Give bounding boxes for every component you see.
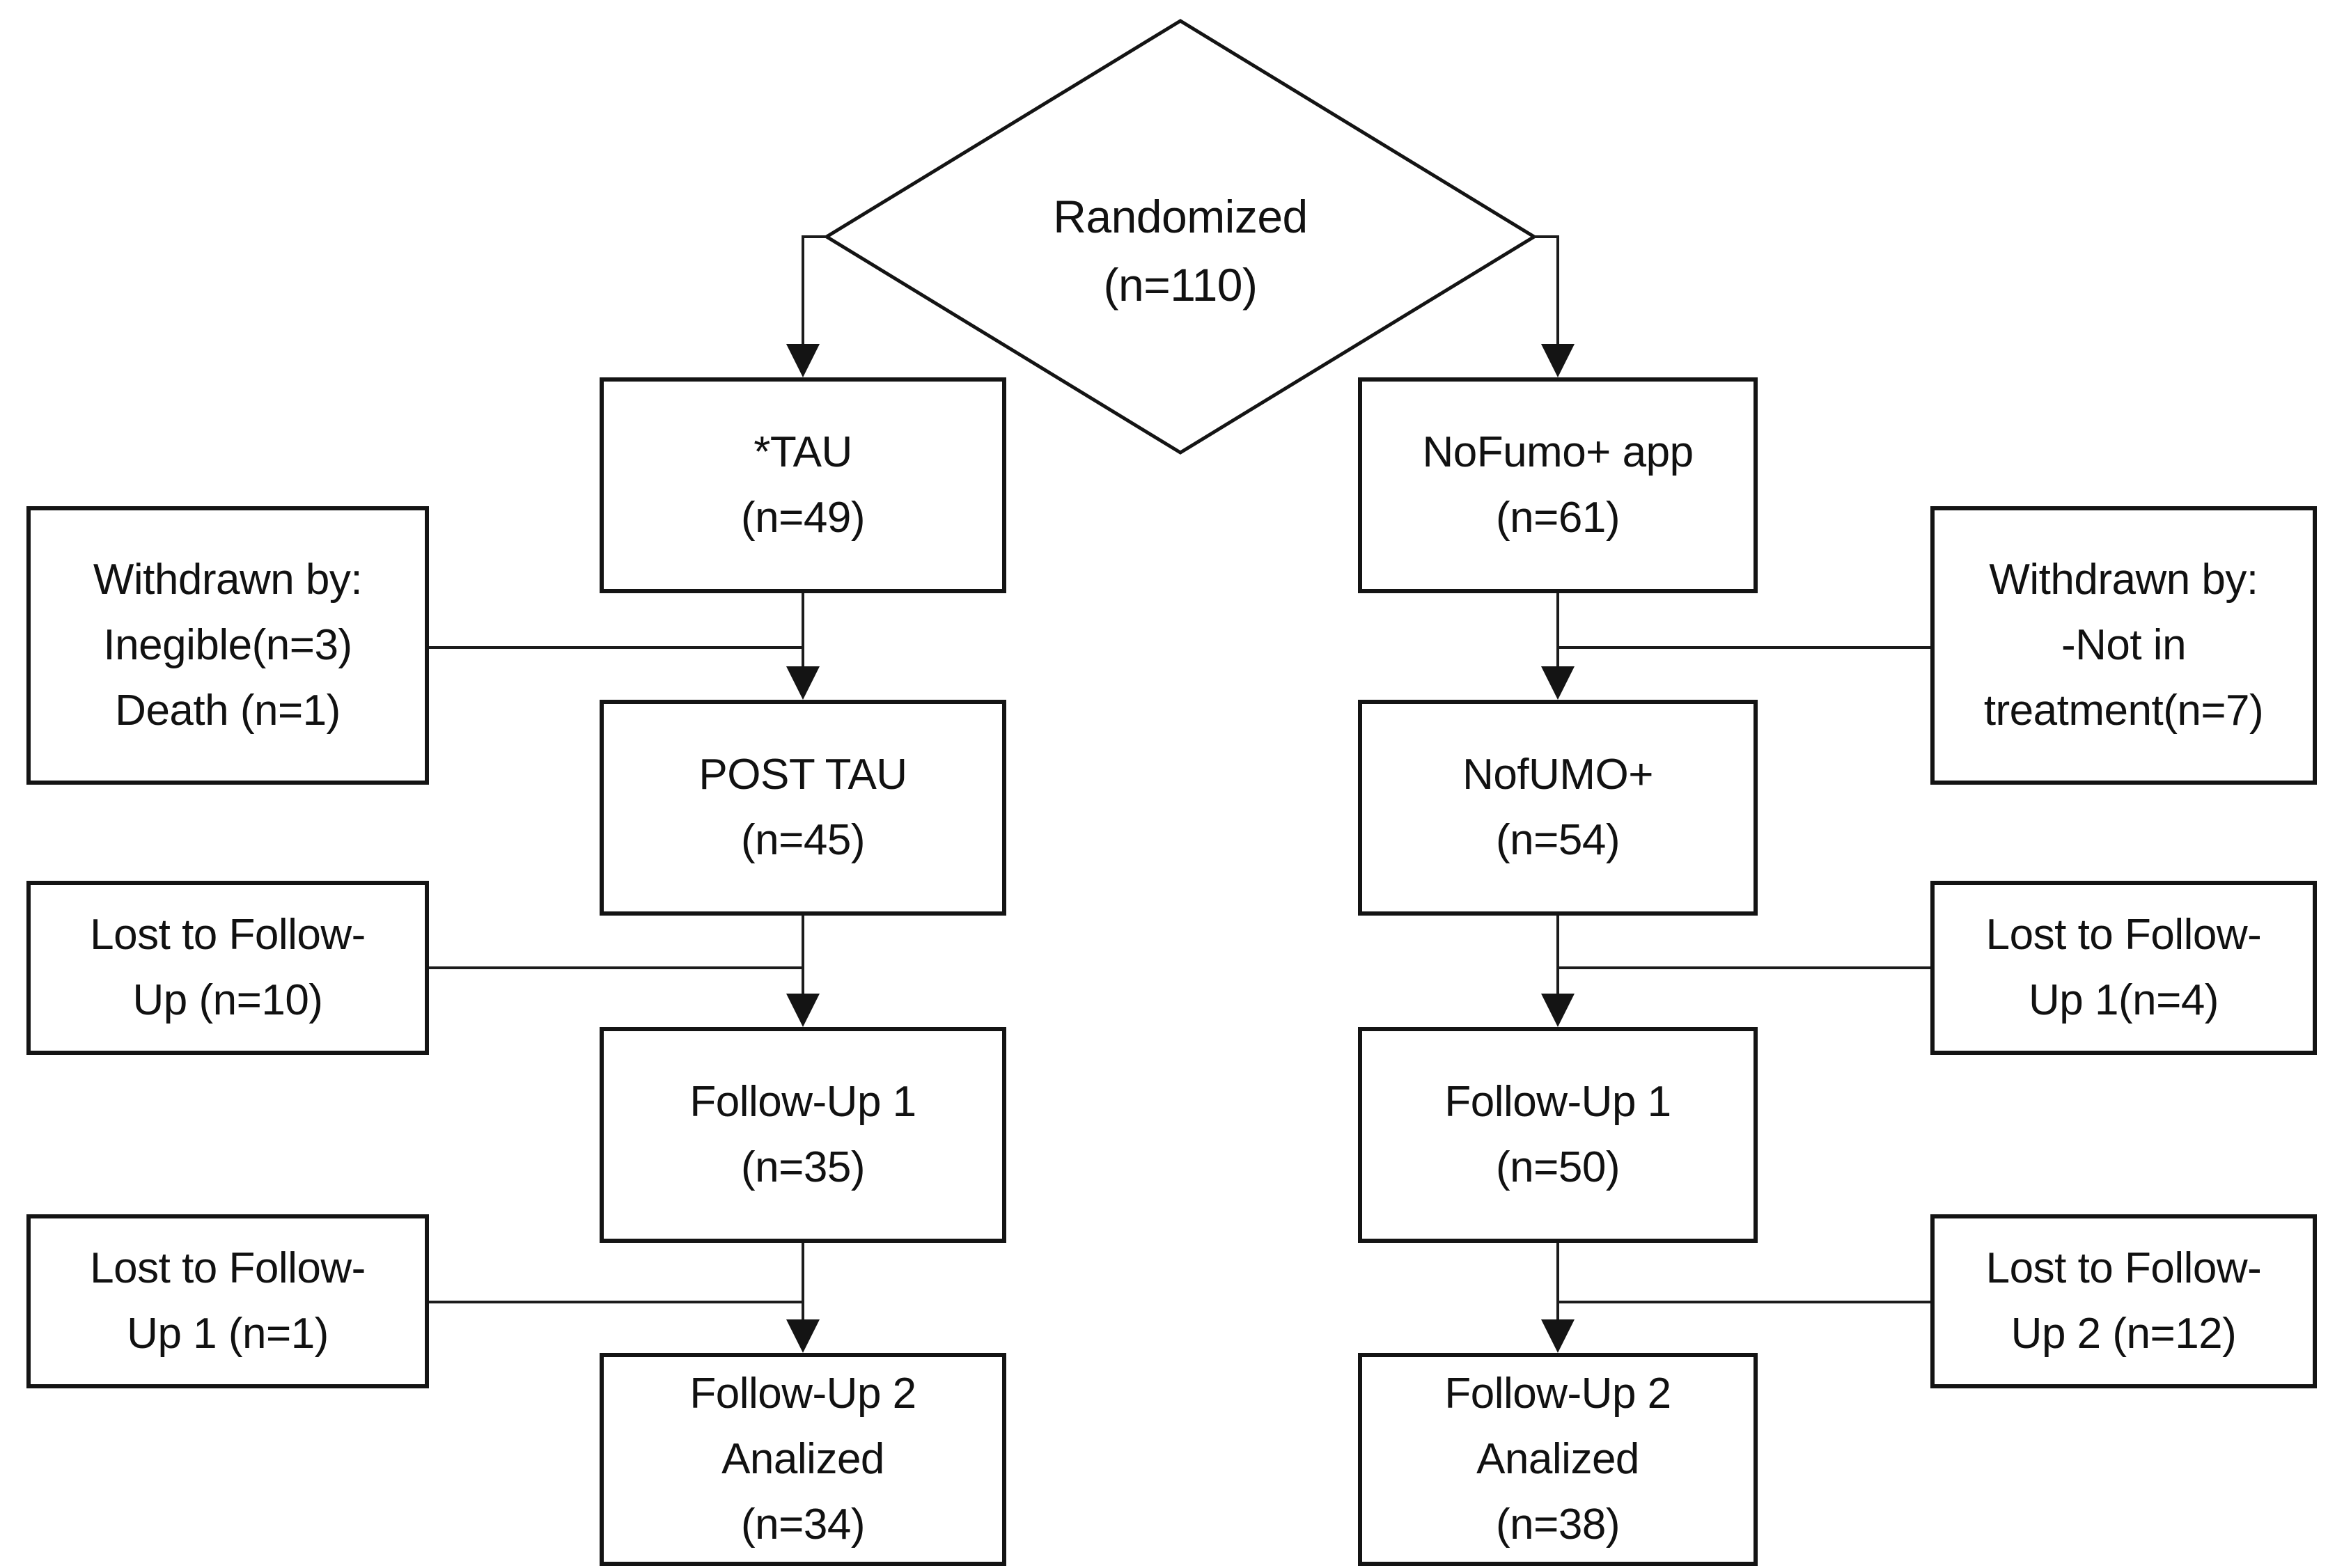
node-nofumo-followup2-analized: Analized	[1476, 1435, 1639, 1483]
note-nofumo-lost-followup1: Lost to Follow- Up 1(n=4)	[1930, 881, 2317, 1055]
arrow-down-icon	[786, 344, 820, 377]
node-tau-followup1-line: Follow-Up 1	[689, 1078, 916, 1126]
arrow-down-icon	[1541, 1319, 1575, 1353]
node-tau-followup2-count: (n=34)	[741, 1500, 865, 1549]
node-nofumo-followup2: Follow-Up 2 Analized (n=38)	[1358, 1353, 1758, 1566]
note-nofumo-lost-followup1-line1: Lost to Follow-	[1985, 911, 2262, 959]
node-nofumo-app-line: NoFumo+ app	[1422, 428, 1694, 476]
node-nofumo-post-line: NofUMO+	[1462, 751, 1653, 799]
node-nofumo-app: NoFumo+ app (n=61)	[1358, 377, 1758, 593]
node-randomized: Randomized (n=110)	[902, 160, 1459, 341]
note-nofumo-withdrawn-reason2: treatment(n=7)	[1983, 687, 2264, 735]
arrow-down-icon	[1541, 994, 1575, 1027]
note-tau-lost-followup1: Lost to Follow- Up 1 (n=1)	[26, 1214, 429, 1388]
note-tau-lost-followup1-line1: Lost to Follow-	[90, 1244, 366, 1292]
node-tau-followup1: Follow-Up 1 (n=35)	[600, 1027, 1006, 1243]
node-nofumo-app-count: (n=61)	[1496, 494, 1620, 542]
arrow-down-icon	[1541, 344, 1575, 377]
node-nofumo-followup1-line: Follow-Up 1	[1444, 1078, 1671, 1126]
node-randomized-count: (n=110)	[1103, 259, 1258, 311]
node-tau-followup2-line: Follow-Up 2	[689, 1370, 916, 1418]
note-nofumo-lost-followup2: Lost to Follow- Up 2 (n=12)	[1930, 1214, 2317, 1388]
note-tau-withdrawn-title: Withdrawn by:	[93, 556, 363, 604]
node-tau-followup1-count: (n=35)	[741, 1143, 865, 1191]
node-tau-line: *TAU	[753, 428, 852, 476]
node-randomized-line: Randomized	[1053, 191, 1308, 242]
node-tau: *TAU (n=49)	[600, 377, 1006, 593]
note-tau-lost-followup: Lost to Follow- Up (n=10)	[26, 881, 429, 1055]
note-nofumo-lost-followup1-line2: Up 1(n=4)	[2029, 976, 2219, 1024]
node-nofumo-post: NofUMO+ (n=54)	[1358, 700, 1758, 916]
node-tau-count: (n=49)	[741, 494, 865, 542]
arrow-down-icon	[786, 1319, 820, 1353]
node-post-tau: POST TAU (n=45)	[600, 700, 1006, 916]
node-post-tau-count: (n=45)	[741, 816, 865, 864]
node-nofumo-followup2-count: (n=38)	[1496, 1500, 1620, 1549]
note-nofumo-withdrawn: Withdrawn by: -Not in treatment(n=7)	[1930, 506, 2317, 785]
node-tau-followup2: Follow-Up 2 Analized (n=34)	[600, 1353, 1006, 1566]
note-tau-withdrawn-reason1: Inegible(n=3)	[103, 621, 352, 669]
note-tau-withdrawn-reason2: Death (n=1)	[115, 687, 341, 735]
note-tau-lost-followup1-line2: Up 1 (n=1)	[127, 1310, 329, 1358]
connector-randomized-to-nofumo	[1534, 235, 1559, 345]
note-nofumo-withdrawn-reason1: -Not in	[2061, 621, 2187, 669]
connector-randomized-to-tau	[802, 235, 827, 345]
note-nofumo-lost-followup2-line2: Up 2 (n=12)	[2010, 1310, 2237, 1358]
arrow-down-icon	[786, 994, 820, 1027]
randomized-diamond-shape	[823, 19, 1538, 455]
node-nofumo-followup1: Follow-Up 1 (n=50)	[1358, 1027, 1758, 1243]
note-tau-withdrawn: Withdrawn by: Inegible(n=3) Death (n=1)	[26, 506, 429, 785]
arrow-down-icon	[786, 666, 820, 700]
arrow-down-icon	[1541, 666, 1575, 700]
node-nofumo-followup2-line: Follow-Up 2	[1444, 1370, 1671, 1418]
node-nofumo-followup1-count: (n=50)	[1496, 1143, 1620, 1191]
note-nofumo-lost-followup2-line1: Lost to Follow-	[1985, 1244, 2262, 1292]
note-tau-lost-followup-line2: Up (n=10)	[132, 976, 323, 1024]
node-tau-followup2-analized: Analized	[721, 1435, 884, 1483]
note-nofumo-withdrawn-title: Withdrawn by:	[1989, 556, 2258, 604]
node-post-tau-line: POST TAU	[698, 751, 907, 799]
note-tau-lost-followup-line1: Lost to Follow-	[90, 911, 366, 959]
node-nofumo-post-count: (n=54)	[1496, 816, 1620, 864]
